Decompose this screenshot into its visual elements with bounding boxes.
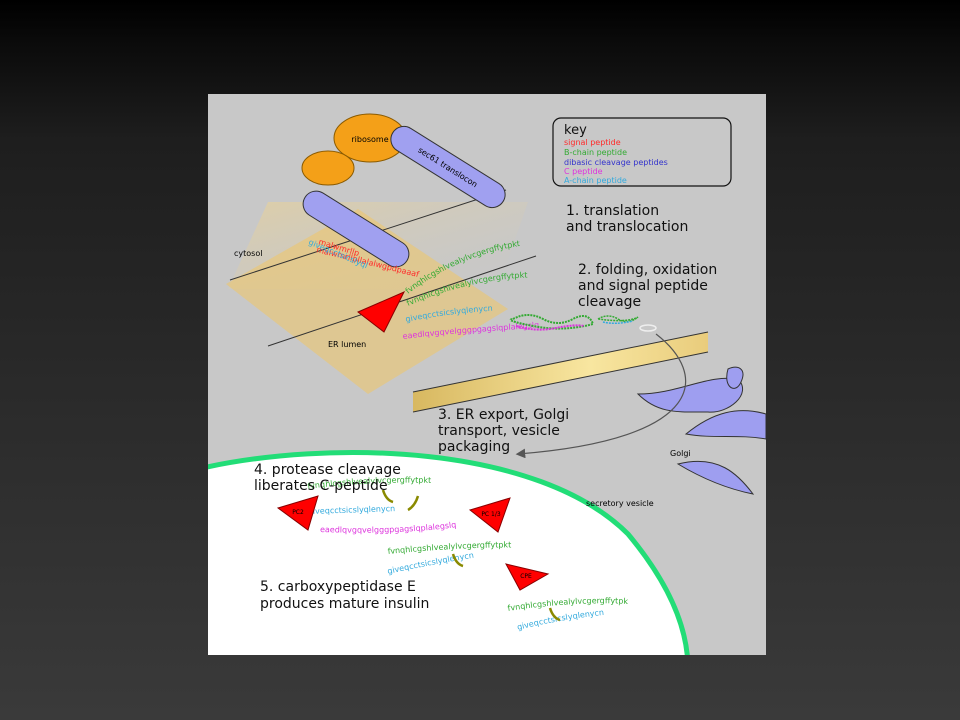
golgi-label: Golgi: [670, 449, 691, 458]
folded-a-chain: [602, 320, 634, 325]
step-4-line-2: liberates C-peptide: [254, 478, 388, 494]
step-3-line-2: transport, vesicle: [438, 423, 560, 439]
key-item-dibasic: dibasic cleavage peptides: [564, 158, 668, 167]
insulin-synthesis-figure: ribosome sec61 translocon cytosol ER lum…: [208, 94, 766, 655]
golgi-cisterna-1: [636, 377, 744, 413]
step-2-line-2: and signal peptide: [578, 278, 708, 294]
step-2-line-3: cleavage: [578, 294, 641, 310]
secretory-vesicle-label: secretory vesicle: [586, 499, 654, 508]
golgi-cisterna-2: [684, 410, 766, 440]
pc2-triangle: [276, 495, 319, 531]
step-4-line-1: 4. protease cleavage: [254, 462, 401, 478]
golgi-vesicle: [726, 366, 744, 389]
er-export-band: [413, 332, 708, 412]
step-1-line-1: 1. translation: [566, 203, 659, 219]
step-5-line-1: 5. carboxypeptidase E: [260, 579, 416, 595]
secretory-vesicle: [208, 450, 690, 655]
disulfide-bond-4b: [407, 495, 420, 512]
insulin-diagram: ribosome sec61 translocon cytosol ER lum…: [208, 94, 766, 655]
golgi-cisterna-3: [676, 460, 755, 495]
step-3-line-1: 3. ER export, Golgi: [438, 407, 569, 423]
step-3-line-3: packaging: [438, 439, 510, 455]
folded-protein-2: [597, 315, 639, 323]
cpe-label: CPE: [520, 573, 532, 580]
a-chain-seq-4: giveqcctsicslyqlenycn: [308, 504, 396, 516]
key-item-b-chain: B-chain peptide: [564, 148, 627, 157]
key-title: key: [564, 123, 587, 138]
step-1-line-2: and translocation: [566, 219, 688, 235]
key-item-c-peptide: C peptide: [564, 167, 603, 176]
er-band-line-top: [412, 331, 709, 393]
folded-c-peptide: [515, 324, 585, 331]
key-box: [552, 117, 732, 187]
step-2-line-1: 2. folding, oxidation: [578, 262, 717, 278]
er-band-line-bottom: [412, 351, 709, 413]
translocon-lower: [302, 190, 410, 268]
membrane-line-bottom: [267, 255, 537, 347]
folded-small: [639, 324, 657, 332]
disulfide-bond-5a: [451, 553, 464, 568]
er-membrane-lumen-region: [226, 209, 508, 394]
disulfide-bond-5b: [548, 607, 561, 622]
translocon-upper: [390, 125, 506, 209]
key-item-signal: signal peptide: [564, 138, 621, 147]
disulfide-bond-4a: [381, 489, 394, 504]
signal-peptidase-triangle: [357, 290, 406, 333]
cytosol-label: cytosol: [234, 249, 262, 258]
pathway-arrow: [515, 333, 687, 459]
ribosome-small-subunit: [301, 150, 355, 186]
step-5-line-2: produces mature insulin: [260, 596, 429, 612]
pc13-label: PC 1/3: [481, 511, 501, 518]
pc13-triangle: [468, 497, 511, 533]
pc2-label: PC2: [292, 509, 304, 516]
er-lumen-label: ER lumen: [328, 340, 366, 349]
key-item-a-chain: A-chain peptide: [564, 176, 627, 185]
cpe-triangle: [505, 563, 550, 591]
ribosome-label: ribosome: [351, 135, 388, 144]
folded-protein-1: [509, 314, 595, 330]
